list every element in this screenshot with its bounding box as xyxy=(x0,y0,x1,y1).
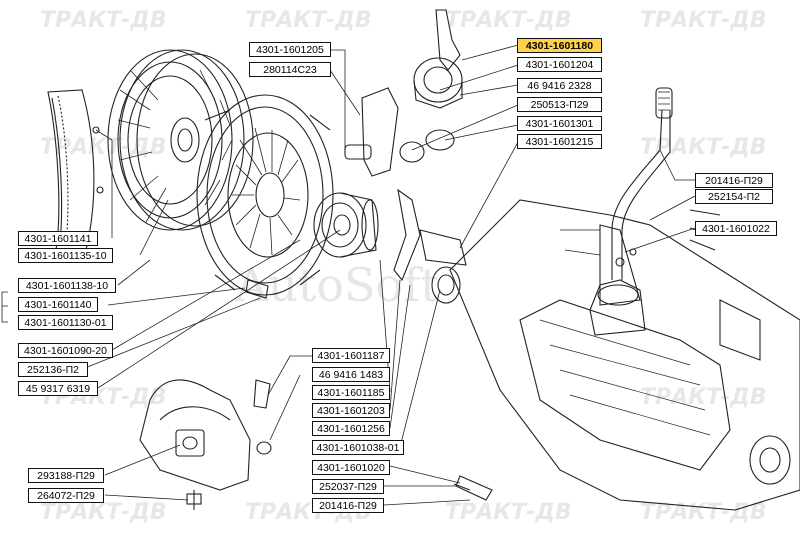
watermark-brand: ТРАКТ-ДВ xyxy=(245,8,372,33)
part-label-4301-1601180-highlighted[interactable]: 4301-1601180 xyxy=(517,38,602,53)
part-label-201416-p29-bottom[interactable]: 201416-П29 xyxy=(312,498,384,513)
part-label-46-9416-1483[interactable]: 46 9416 1483 xyxy=(312,367,390,382)
watermark-brand: ТРАКТ-ДВ xyxy=(40,135,167,160)
watermark-brand: ТРАКТ-ДВ xyxy=(40,8,167,33)
part-label-4301-1601141[interactable]: 4301-1601141 xyxy=(18,231,98,246)
part-label-4301-1601215[interactable]: 4301-1601215 xyxy=(517,134,602,149)
watermark-brand: ТРАКТ-ДВ xyxy=(640,8,767,33)
pressure-plate-drawing xyxy=(196,94,334,296)
clutch-housing-drawing xyxy=(139,279,272,510)
part-label-4301-1601185[interactable]: 4301-1601185 xyxy=(312,385,390,400)
part-label-4301-1601203[interactable]: 4301-1601203 xyxy=(312,403,390,418)
watermark-brand: ТРАКТ-ДВ xyxy=(640,500,767,525)
leader-lines xyxy=(1,44,696,506)
part-label-201416-p29-top[interactable]: 201416-П29 xyxy=(695,173,773,188)
part-label-46-9416-2328[interactable]: 46 9416 2328 xyxy=(517,78,602,93)
part-label-4301-1601130-01[interactable]: 4301-1601130-01 xyxy=(18,315,113,330)
part-label-4301-1601205[interactable]: 4301-1601205 xyxy=(249,42,331,57)
part-label-280114c23[interactable]: 280114С23 xyxy=(249,62,331,77)
part-label-4301-1601038-01[interactable]: 4301-1601038-01 xyxy=(312,440,404,455)
flywheel-drawing xyxy=(47,89,104,251)
release-fork-drawing xyxy=(344,9,467,304)
part-label-4301-1601020[interactable]: 4301-1601020 xyxy=(312,460,390,475)
part-label-252037-p29[interactable]: 252037-П29 xyxy=(312,479,384,494)
part-label-252136-p2[interactable]: 252136-П2 xyxy=(18,362,88,377)
watermark-brand: ТРАКТ-ДВ xyxy=(640,385,767,410)
watermark-brand: ТРАКТ-ДВ xyxy=(445,8,572,33)
watermark-brand: ТРАКТ-ДВ xyxy=(40,500,167,525)
part-label-293188-p29[interactable]: 293188-П29 xyxy=(28,468,104,483)
part-label-252154-p2[interactable]: 252154-П2 xyxy=(695,189,773,204)
watermark-brand: ТРАКТ-ДВ xyxy=(445,500,572,525)
part-label-4301-1601140[interactable]: 4301-1601140 xyxy=(18,297,98,312)
watermark-brand: ТРАКТ-ДВ xyxy=(640,135,767,160)
release-bearing-drawing xyxy=(313,192,379,258)
watermark-center: AutoSoft xyxy=(235,258,439,312)
gearbox-drawing xyxy=(449,87,800,511)
clutch-disc-drawing xyxy=(107,49,254,231)
part-label-250513-p29[interactable]: 250513-П29 xyxy=(517,97,602,112)
part-label-4301-1601022[interactable]: 4301-1601022 xyxy=(695,221,777,236)
part-label-45-9317-6319[interactable]: 45 9317 6319 xyxy=(18,381,98,396)
part-label-4301-1601090-20[interactable]: 4301-1601090-20 xyxy=(18,343,113,358)
part-label-4301-1601256[interactable]: 4301-1601256 xyxy=(312,421,390,436)
part-label-264072-p29[interactable]: 264072-П29 xyxy=(28,488,104,503)
part-label-4301-1601204[interactable]: 4301-1601204 xyxy=(517,57,602,72)
part-label-4301-1601301[interactable]: 4301-1601301 xyxy=(517,116,602,131)
part-label-4301-1601138-10[interactable]: 4301-1601138-10 xyxy=(18,278,116,293)
part-label-4301-1601187[interactable]: 4301-1601187 xyxy=(312,348,390,363)
part-label-4301-1601135-10[interactable]: 4301-1601135-10 xyxy=(18,248,113,263)
